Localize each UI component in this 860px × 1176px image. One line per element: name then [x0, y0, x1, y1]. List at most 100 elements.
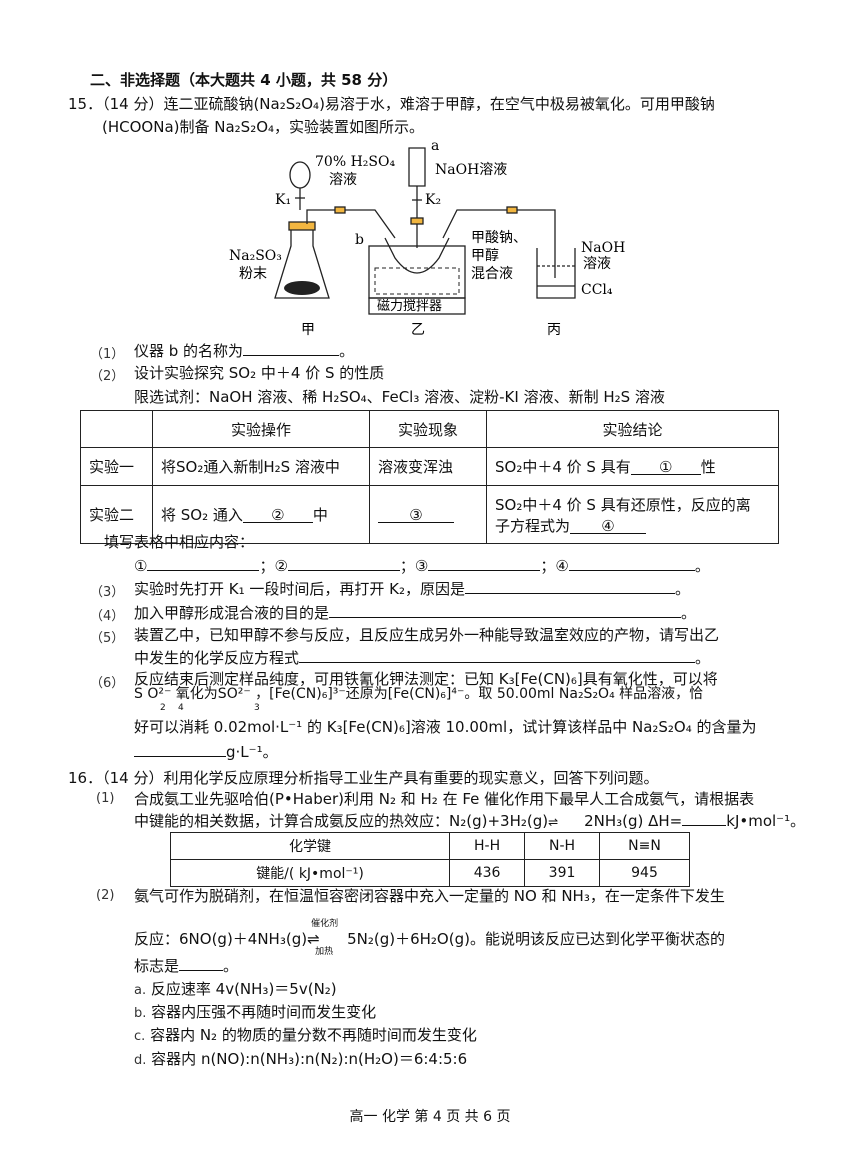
q16-p2-num: (2) — [96, 888, 115, 903]
q15-p1-num: （1） — [90, 347, 125, 362]
fig-naoh-funnel: NaOH溶液 — [435, 162, 507, 178]
equilibrium-arrow-icon: ⇌ — [307, 930, 320, 948]
q15-p1-end: 。 — [339, 342, 355, 360]
fig-mix1: 甲酸钠、 — [471, 230, 527, 246]
blank-2: ② — [242, 506, 313, 524]
q15-p6-sub-2: 2 — [160, 703, 166, 713]
option-c-text: 容器内 N₂ 的物质的量分数不再随时间而发生变化 — [150, 1026, 477, 1044]
heat-label: 加热 — [315, 947, 334, 957]
row2-op-b: 中 — [312, 506, 328, 524]
bond-header-1: H-H — [449, 832, 526, 860]
q16-p2-eq-left: 反应：6NO(g)＋4NH₃(g) — [134, 930, 308, 948]
option-d-letter: d. — [134, 1053, 147, 1068]
experiment-table: 实验操作 实验现象 实验结论 实验一 将SO₂通入新制H₂S 溶液中 溶液变浑浊… — [80, 410, 779, 544]
q16-p1-eq-right: 2NH₃(g) ΔH= — [584, 812, 683, 830]
fill-mark-2: ；② — [259, 557, 288, 575]
option-b-text: 容器内压强不再随时间而发生变化 — [151, 1003, 377, 1021]
catalyst-label: 催化剂 — [311, 919, 339, 929]
fill-blank-3 — [428, 556, 541, 571]
q15-p5-text: 中发生的化学反应方程式 — [134, 649, 300, 667]
blank-4: ④ — [570, 516, 647, 535]
row2-con-line1: SO₂中＋4 价 S 具有还原性，反应的离 — [495, 495, 751, 514]
page-footer: 高一 化学 第 4 页 共 6 页 — [349, 1109, 511, 1125]
blank-1: ① — [630, 458, 701, 476]
q15-p6-sub-4: 4 — [178, 703, 184, 713]
q15-p1-blank — [243, 341, 340, 356]
q15-reagents: 限选试剂：NaOH 溶液、稀 H₂SO₄、FeCl₃ 溶液、淀粉-KI 溶液、新… — [134, 388, 665, 406]
row1-con-b: 性 — [700, 458, 716, 476]
row2-name: 实验二 — [80, 485, 153, 544]
bond-header-2: N-H — [524, 832, 601, 860]
option-b-letter: b. — [134, 1006, 147, 1021]
table-header-conclusion: 实验结论 — [486, 410, 779, 448]
q16-p1-unit: kJ•mol⁻¹。 — [726, 812, 806, 830]
fig-powder: 粉末 — [239, 266, 267, 282]
q15-p4-text: 加入甲醇形成混合液的目的是 — [134, 604, 330, 622]
fill-mark-1: ① — [134, 557, 148, 575]
q16-p1-blank — [682, 811, 727, 826]
equilibrium-arrow-icon: ⇌ — [548, 815, 559, 829]
bond-header-3: N≡N — [599, 832, 690, 860]
fill-mark-4: ；④ — [540, 557, 569, 575]
fig-stirrer: 磁力搅拌器 — [377, 298, 442, 314]
fig-na2so3: Na₂SO₃ — [229, 248, 282, 264]
q15-p5-num: （5） — [90, 631, 125, 646]
fill-blank-4 — [568, 556, 695, 571]
fill-prompt: 填写表格中相应内容： — [104, 533, 255, 551]
fig-k1: K₁ — [275, 192, 291, 208]
q16-p1-line2: 中键能的相关数据，计算合成氨反应的热效应：N₂(g)+3H₂(g)⇌2NH₃(g… — [134, 810, 805, 831]
q15-p2-text: 设计实验探究 SO₂ 中＋4 价 S 的性质 — [134, 364, 385, 382]
option-b: b. 容器内压强不再随时间而发生变化 — [134, 1001, 376, 1022]
q15-p5-line1: 装置乙中，已知甲醇不参与反应，且反应生成另外一种能导致温室效应的产物，请写出乙 — [134, 626, 720, 644]
q15-p4-end: 。 — [681, 604, 697, 622]
q16-p2-eq-right: 5N₂(g)＋6H₂O(g)。能说明该反应已达到化学平衡状态的 — [347, 930, 725, 948]
option-c: c. 容器内 N₂ 的物质的量分数不再随时间而发生变化 — [134, 1024, 477, 1045]
q15-p6-line3: 好可以消耗 0.02mol·L⁻¹ 的 K₃[Fe(CN)₆]溶液 10.00m… — [134, 718, 757, 736]
fig-naoh-right1: NaOH — [581, 240, 625, 256]
fig-a: a — [431, 138, 439, 154]
q16-p2-line1: 氨气可作为脱硝剂，在恒温恒容密闭容器中充入一定量的 NO 和 NH₃，在一定条件… — [134, 887, 725, 905]
mark-1: ① — [658, 458, 673, 476]
blank-3: ③ — [378, 505, 454, 524]
q15-p3: 实验时先打开 K₁ 一段时间后，再打开 K₂，原因是。 — [134, 578, 690, 599]
q15-intro-line2: (HCOONa)制备 Na₂S₂O₄，实验装置如图所示。 — [102, 118, 425, 136]
fig-cap-jia: 甲 — [301, 322, 315, 338]
fig-naoh-right2: 溶液 — [583, 256, 611, 272]
fig-cap-bing: 丙 — [547, 322, 561, 338]
q15-p5-blank — [299, 648, 696, 663]
row1-op: 将SO₂通入新制H₂S 溶液中 — [152, 447, 370, 486]
table-corner — [80, 410, 153, 448]
q15-p6-sub-3: 3 — [254, 703, 260, 713]
bond-header-0: 化学键 — [169, 832, 451, 860]
fill-end: 。 — [694, 557, 710, 575]
fig-mix3: 混合液 — [471, 266, 513, 282]
fig-k2: K₂ — [425, 192, 441, 208]
mark-3: ③ — [409, 505, 423, 524]
q15-p3-text: 实验时先打开 K₁ 一段时间后，再打开 K₂，原因是 — [134, 580, 466, 598]
q15-p3-blank — [465, 579, 676, 594]
option-c-letter: c. — [134, 1029, 146, 1044]
option-d: d. 容器内 n(NO):n(NH₃):n(N₂):n(H₂O)＝6:4:5:6 — [134, 1048, 467, 1069]
section-heading: 二、非选择题（本大题共 4 小题，共 58 分） — [90, 71, 398, 89]
fig-acid-label2: 溶液 — [329, 172, 357, 188]
q16-p1-num: (1) — [96, 791, 115, 806]
q15-p6-line4: g·L⁻¹。 — [134, 741, 278, 762]
q15-intro-line1: 15．（14 分）连二亚硫酸钠(Na₂S₂O₄)易溶于水，难溶于甲醇，在空气中极… — [68, 95, 715, 113]
fig-ccl4: CCl₄ — [581, 282, 613, 298]
q15-p1: 仪器 b 的名称为。 — [134, 340, 354, 361]
q15-p4-blank — [329, 603, 682, 618]
mark-2: ② — [271, 506, 285, 524]
mark-4: ④ — [601, 516, 615, 535]
option-a: a. 反应速率 4v(NH₃)＝5v(N₂) — [134, 978, 337, 999]
q16-p2-end: 。 — [223, 957, 239, 975]
fig-acid-label: 70% H₂SO₄ — [315, 154, 395, 170]
reaction-condition: 催化剂⇌加热 — [307, 919, 347, 957]
fig-b: b — [355, 232, 364, 248]
row1-name: 实验一 — [80, 447, 153, 486]
bond-value-nn: 945 — [599, 859, 690, 887]
q15-p4: 加入甲醇形成混合液的目的是 。 — [134, 602, 696, 623]
